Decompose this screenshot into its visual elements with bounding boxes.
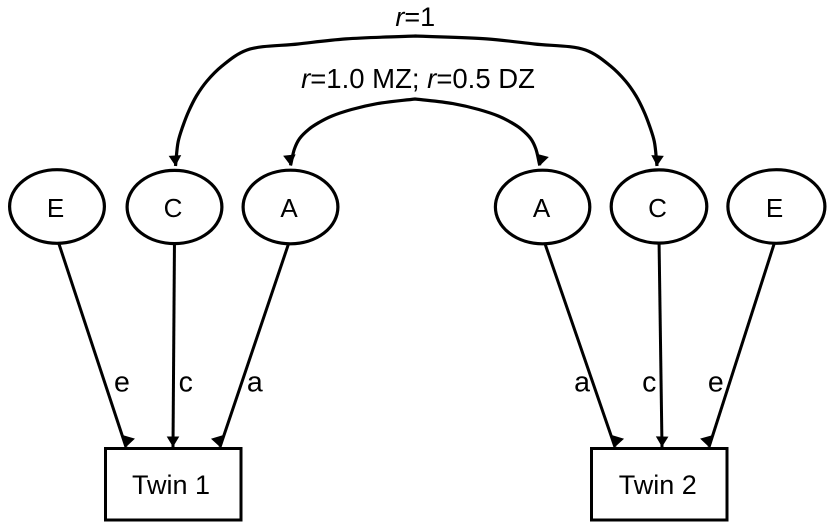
svg-text:A: A bbox=[280, 193, 298, 223]
svg-text:E: E bbox=[766, 193, 783, 223]
svg-text:r=1: r=1 bbox=[395, 2, 435, 32]
svg-text:c: c bbox=[642, 367, 656, 399]
svg-text:A: A bbox=[533, 193, 551, 223]
svg-text:e: e bbox=[114, 367, 130, 399]
svg-text:a: a bbox=[247, 367, 263, 399]
svg-text:C: C bbox=[648, 193, 667, 223]
svg-text:E: E bbox=[47, 193, 64, 223]
svg-text:a: a bbox=[574, 367, 590, 399]
svg-text:e: e bbox=[708, 367, 724, 399]
svg-text:C: C bbox=[164, 193, 183, 223]
svg-text:c: c bbox=[179, 367, 193, 399]
svg-text:Twin 2: Twin 2 bbox=[619, 470, 697, 500]
svg-text:Twin 1: Twin 1 bbox=[132, 470, 210, 500]
svg-text:r=1.0 MZ; r=0.5 DZ: r=1.0 MZ; r=0.5 DZ bbox=[301, 63, 535, 94]
